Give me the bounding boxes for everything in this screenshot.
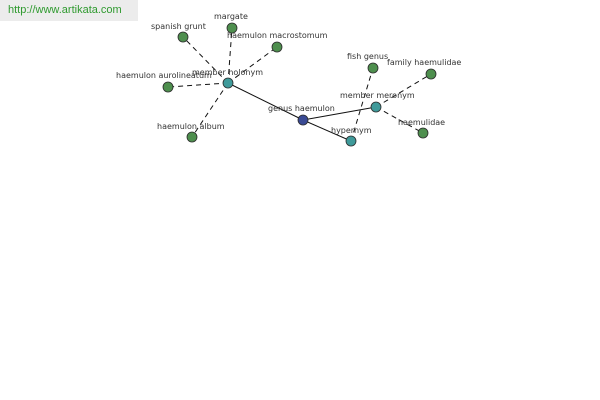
edge-member-holonym-to-haemulon-album — [191, 82, 229, 138]
node-label-genus-haemulon[interactable]: genus haemulon — [268, 104, 335, 113]
node-marker-haemulon-aurolineatum[interactable] — [162, 81, 174, 93]
node-spanish-grunt[interactable]: spanish grunt — [151, 22, 206, 43]
edge-hypernym-to-fish-genus — [350, 67, 374, 142]
edge-member-meronym-to-family-haemulidae — [375, 73, 432, 108]
node-marker-haemulidae[interactable] — [417, 127, 429, 139]
node-marker-haemulon-macrostomum[interactable] — [271, 41, 283, 53]
node-marker-hypernym[interactable] — [345, 135, 357, 147]
node-label-member-holonym[interactable]: member holonym — [192, 68, 263, 77]
edge-genus-haemulon-to-member-holonym — [227, 82, 304, 121]
node-member-holonym[interactable]: member holonym — [192, 68, 263, 89]
node-label-hypernym[interactable]: hypernym — [331, 126, 372, 135]
edge-member-holonym-to-haemulon-macrostomum — [227, 46, 278, 84]
node-haemulon-album[interactable]: haemulon album — [157, 122, 225, 143]
graph-nodes: spanish grunt margate haemulon macrostomum… — [116, 12, 461, 147]
node-haemulidae[interactable]: haemulidae — [398, 118, 445, 139]
node-margate[interactable]: margate — [214, 12, 248, 34]
node-marker-member-holonym[interactable] — [222, 77, 234, 89]
node-label-spanish-grunt[interactable]: spanish grunt — [151, 22, 206, 31]
graph-edges — [167, 27, 432, 142]
node-marker-spanish-grunt[interactable] — [177, 31, 189, 43]
site-url-bar: http://www.artikata.com — [0, 0, 138, 21]
site-url-link[interactable]: http://www.artikata.com — [8, 4, 122, 16]
node-label-haemulon-macrostomum[interactable]: haemulon macrostomum — [227, 31, 328, 40]
node-label-family-haemulidae[interactable]: family haemulidae — [387, 58, 461, 67]
node-label-haemulon-album[interactable]: haemulon album — [157, 122, 225, 131]
node-fish-genus[interactable]: fish genus — [347, 52, 388, 74]
node-marker-member-meronym[interactable] — [370, 101, 382, 113]
node-marker-margate[interactable] — [226, 22, 238, 34]
node-genus-haemulon[interactable]: genus haemulon — [268, 104, 335, 126]
node-label-margate[interactable]: margate — [214, 12, 248, 21]
edge-genus-haemulon-to-member-meronym — [302, 106, 377, 121]
edge-member-holonym-to-margate — [227, 27, 233, 84]
edge-member-holonym-to-haemulon-aurolineatum — [167, 82, 229, 88]
node-label-haemulon-aurolineatum[interactable]: haemulon aurolineatum — [116, 71, 212, 80]
edge-member-holonym-to-spanish-grunt — [182, 36, 229, 84]
edge-genus-haemulon-to-hypernym — [302, 119, 352, 142]
node-haemulon-aurolineatum[interactable]: haemulon aurolineatum — [116, 71, 212, 93]
node-hypernym[interactable]: hypernym — [331, 126, 372, 147]
node-member-meronym[interactable]: member meronym — [340, 91, 415, 113]
node-label-member-meronym[interactable]: member meronym — [340, 91, 415, 100]
node-marker-family-haemulidae[interactable] — [425, 68, 437, 80]
node-marker-genus-haemulon[interactable] — [297, 114, 309, 126]
node-haemulon-macrostomum[interactable]: haemulon macrostomum — [227, 31, 328, 53]
node-label-haemulidae[interactable]: haemulidae — [398, 118, 445, 127]
node-marker-haemulon-album[interactable] — [186, 131, 198, 143]
node-label-fish-genus[interactable]: fish genus — [347, 52, 388, 61]
node-marker-fish-genus[interactable] — [367, 62, 379, 74]
node-family-haemulidae[interactable]: family haemulidae — [387, 58, 461, 80]
